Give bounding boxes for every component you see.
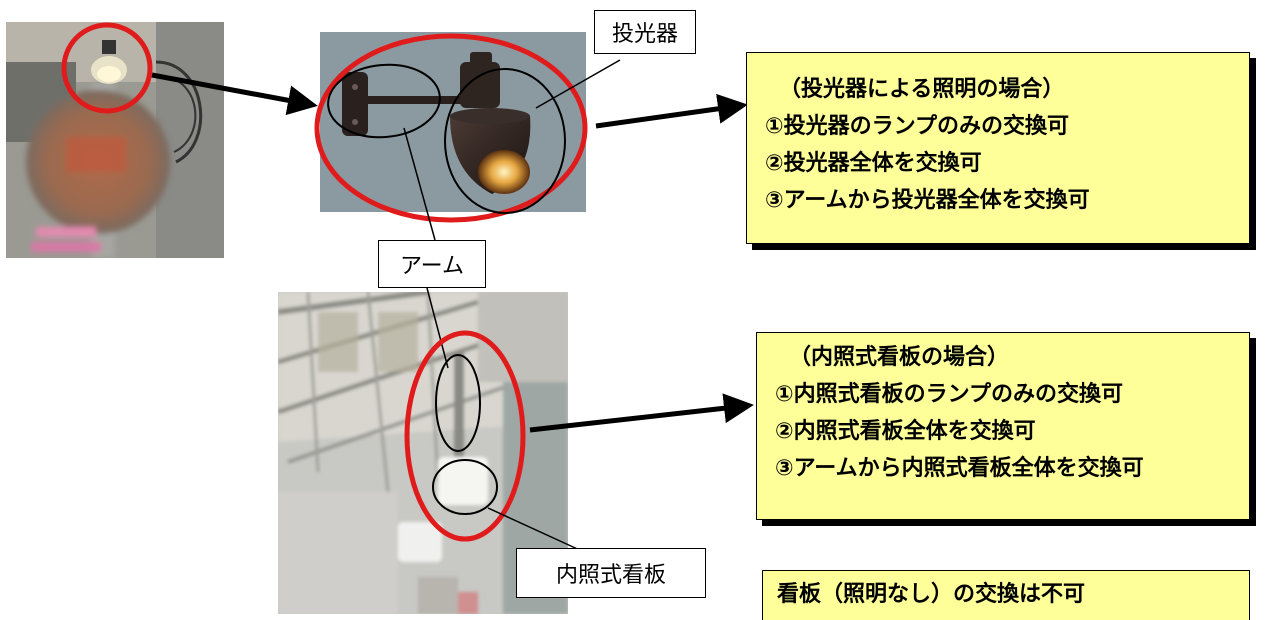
projector-label: 投光器 (594, 10, 696, 54)
internal-note-box: （内照式看板の場合） ①内照式看板のランプのみの交換可 ②内照式看板全体を交換可… (756, 332, 1250, 520)
projector-label-text: 投光器 (611, 22, 678, 47)
arrow-photo1-to-photo2 (151, 72, 318, 116)
spotlight-highlight-circle (61, 22, 153, 114)
no-light-note-text: 看板（照明なし）の交換は不可 (777, 582, 1086, 607)
arrow-to-internal-note (529, 393, 754, 433)
arcade-arm-ellipse (435, 354, 481, 452)
arm-leader-line-lower (426, 287, 449, 369)
projector-note-item-1: ①投光器のランプのみの交換可 (765, 114, 1069, 139)
projector-note-box: （投光器による照明の場合） ①投光器のランプのみの交換可 ②投光器全体を交換可 … (746, 52, 1250, 244)
projector-note-item-3: ③アームから投光器全体を交換可 (765, 188, 1090, 213)
arm-leader-line-upper (403, 127, 436, 241)
internal-sign-label: 内照式看板 (516, 548, 706, 598)
internal-note-title: （内照式看板の場合） (789, 345, 1010, 370)
projector-leader-line (535, 59, 621, 109)
internal-sign-ellipse (432, 459, 498, 515)
internal-sign-label-text: 内照式看板 (555, 563, 666, 588)
arm-label: アーム (378, 240, 486, 288)
internal-sign-leader-line (487, 507, 585, 553)
internal-note-item-1: ①内照式看板のランプのみの交換可 (775, 382, 1123, 407)
arm-label-text: アーム (399, 254, 465, 279)
street-sign-photo (6, 22, 224, 258)
no-light-note-box: 看板（照明なし）の交換は不可 (762, 570, 1250, 620)
projector-note-item-2: ②投光器全体を交換可 (765, 151, 982, 176)
arcade-red-ellipse (404, 330, 526, 542)
projector-note-title: （投光器による照明の場合） (779, 77, 1065, 102)
arm-ellipse (327, 63, 441, 139)
arrow-to-projector-note (595, 93, 748, 129)
spotlight-red-ellipse (314, 33, 588, 223)
internal-note-item-3: ③アームから内照式看板全体を交換可 (775, 456, 1144, 481)
projector-head-ellipse (444, 68, 566, 214)
internal-note-item-2: ②内照式看板全体を交換可 (775, 419, 1036, 444)
